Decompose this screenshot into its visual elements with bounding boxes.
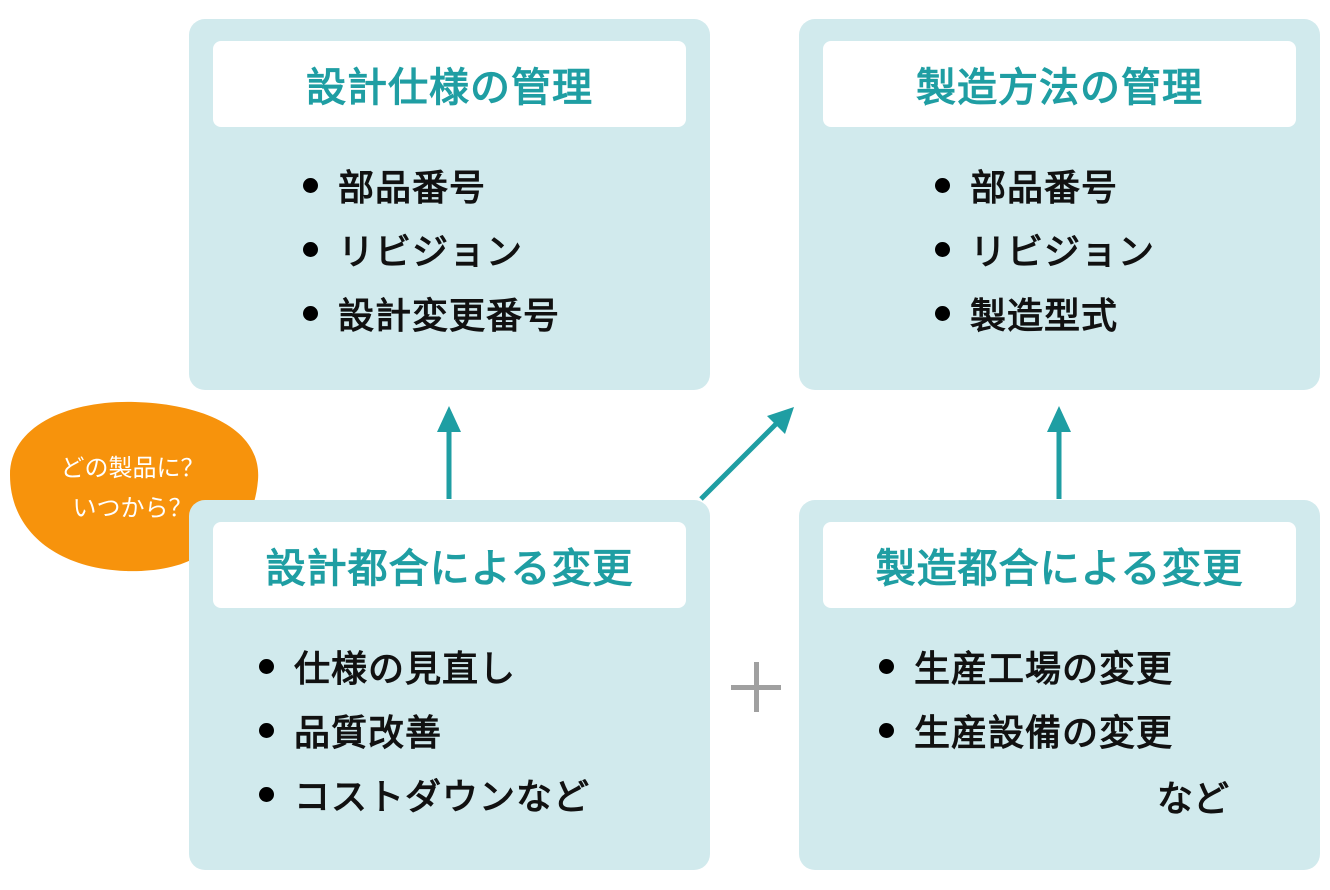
item-label: 部品番号 — [970, 168, 1119, 209]
list-item: リビジョン — [935, 217, 1155, 281]
bullet-icon — [935, 177, 950, 193]
bullet-icon — [259, 722, 274, 738]
list-item: 部品番号 — [935, 153, 1155, 217]
manufacturing-change-box: 製造都合による変更 生産工場の変更 生産設備の変更 など — [799, 500, 1320, 870]
manufacturing-change-items: 生産工場の変更 生産設備の変更 — [879, 634, 1173, 762]
manufacturing-change-title: 製造都合による変更 — [823, 522, 1296, 608]
manufacturing-method-management-box: 製造方法の管理 部品番号 リビジョン 製造型式 — [799, 19, 1320, 390]
speech-bubble: どの製品に？ いつから？ — [30, 448, 235, 528]
design-spec-management-box: 設計仕様の管理 部品番号 リビジョン 設計変更番号 — [189, 19, 710, 390]
item-label: 部品番号 — [338, 168, 487, 209]
item-label: 品質改善 — [294, 713, 443, 754]
item-label: 仕様の見直し — [294, 649, 517, 690]
bubble-line-which-product: どの製品に？ — [60, 454, 205, 482]
manufacturing-method-items: 部品番号 リビジョン 製造型式 — [935, 153, 1155, 345]
item-label: 設計変更番号 — [338, 296, 561, 337]
bullet-icon — [879, 722, 894, 738]
item-label: リビジョン — [970, 232, 1156, 273]
design-change-items: 仕様の見直し 品質改善 コストダウンなど — [259, 634, 590, 826]
list-item: 仕様の見直し — [259, 634, 590, 698]
item-label: 製造型式 — [970, 296, 1119, 337]
plus-icon — [731, 662, 781, 712]
bullet-icon — [935, 241, 950, 257]
list-item: 生産設備の変更 — [879, 698, 1173, 762]
bullet-icon — [259, 786, 274, 802]
list-item: コストダウンなど — [259, 762, 590, 826]
item-label: 生産工場の変更 — [914, 649, 1174, 690]
bullet-icon — [303, 241, 318, 257]
list-item: 品質改善 — [259, 698, 590, 762]
list-item: 部品番号 — [303, 153, 560, 217]
arrow-manufacturing-change-to-manufacturing-method — [1047, 406, 1071, 499]
bullet-icon — [879, 658, 894, 674]
list-item: リビジョン — [303, 217, 560, 281]
list-item: 製造型式 — [935, 281, 1155, 345]
item-label: リビジョン — [338, 232, 524, 273]
design-change-title: 設計都合による変更 — [213, 522, 686, 608]
manufacturing-method-title: 製造方法の管理 — [823, 41, 1296, 127]
bullet-icon — [259, 658, 274, 674]
bullet-icon — [303, 305, 318, 321]
etc-suffix: など — [1157, 779, 1230, 820]
bullet-icon — [935, 305, 950, 321]
item-label: コストダウンなど — [294, 777, 591, 818]
design-spec-items: 部品番号 リビジョン 設計変更番号 — [303, 153, 560, 345]
design-spec-title: 設計仕様の管理 — [213, 41, 686, 127]
list-item: 生産工場の変更 — [879, 634, 1173, 698]
arrow-design-change-to-design-spec — [437, 406, 461, 499]
arrow-design-change-to-manufacturing-method — [699, 407, 794, 501]
item-label: 生産設備の変更 — [914, 713, 1174, 754]
list-item: 設計変更番号 — [303, 281, 560, 345]
bubble-line-from-when: いつから？ — [72, 494, 193, 522]
design-change-box: 設計都合による変更 仕様の見直し 品質改善 コストダウンなど — [189, 500, 710, 870]
bullet-icon — [303, 177, 318, 193]
